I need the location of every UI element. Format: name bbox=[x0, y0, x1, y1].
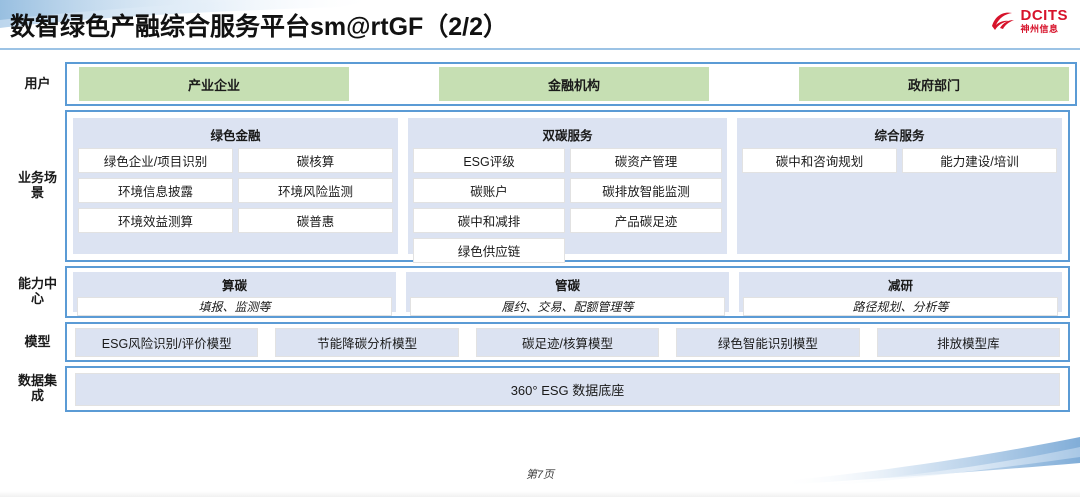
scenario-cell[interactable]: 绿色供应链 bbox=[413, 238, 565, 263]
logo-text-en: DCITS bbox=[1020, 7, 1068, 24]
user-box-financial[interactable]: 金融机构 bbox=[439, 67, 709, 101]
scenario-cell[interactable]: 环境信息披露 bbox=[78, 178, 234, 203]
cell-grid-dual-carbon: ESG评级 碳资产管理 碳账户 碳排放智能监测 碳中和减排 产品碳足迹 绿色供应… bbox=[413, 148, 722, 263]
row-data-integration: 数据集成 360° ESG 数据底座 bbox=[10, 366, 1070, 412]
scenario-cell[interactable]: 能力建设/培训 bbox=[901, 148, 1057, 173]
row-body-business: 绿色金融 绿色企业/项目识别 碳核算 环境信息披露 环境风险监测 环境效益测算 … bbox=[65, 110, 1070, 263]
row-user: 用户 产业企业 金融机构 政府部门 bbox=[10, 62, 1077, 106]
user-box-government[interactable]: 政府部门 bbox=[799, 67, 1069, 101]
model-box[interactable]: 排放模型库 bbox=[876, 327, 1061, 357]
capability-panel-carbon-management: 管碳 履约、交易、配额管理等 bbox=[406, 272, 729, 316]
model-box[interactable]: 节能降碳分析模型 bbox=[275, 327, 459, 357]
row-model: 模型 ESG风险识别/评价模型 节能降碳分析模型 碳足迹/核算模型 绿色智能识别… bbox=[10, 322, 1070, 362]
bottom-edge-line bbox=[0, 491, 1080, 497]
row-label-data-integration: 数据集成 bbox=[17, 373, 57, 403]
model-box[interactable]: 绿色智能识别模型 bbox=[676, 327, 860, 357]
capability-subtitle[interactable]: 路径规划、分析等 bbox=[743, 297, 1058, 316]
user-box-industry[interactable]: 产业企业 bbox=[79, 67, 349, 101]
scenario-cell[interactable]: 绿色企业/项目识别 bbox=[78, 148, 234, 173]
row-label-model: 模型 bbox=[24, 333, 51, 349]
row-capability-center: 能力中心 算碳 填报、监测等 管碳 履约、交易、配额管理等 减研 路径规划、分析… bbox=[10, 266, 1070, 318]
business-panel-green-finance: 绿色金融 绿色企业/项目识别 碳核算 环境信息披露 环境风险监测 环境效益测算 … bbox=[73, 118, 399, 254]
capability-subtitle[interactable]: 填报、监测等 bbox=[77, 297, 392, 316]
scenario-cell[interactable]: 碳排放智能监测 bbox=[570, 178, 722, 203]
capability-panel-carbon-accounting: 算碳 填报、监测等 bbox=[73, 272, 396, 316]
scenario-cell[interactable]: 碳核算 bbox=[238, 148, 394, 173]
capability-title: 减研 bbox=[887, 279, 913, 293]
row-label-business: 业务场景 bbox=[17, 170, 57, 200]
dcits-swirl-icon bbox=[990, 10, 1016, 32]
scenario-cell[interactable]: 碳资产管理 bbox=[570, 148, 722, 173]
business-panel-dual-carbon: 双碳服务 ESG评级 碳资产管理 碳账户 碳排放智能监测 碳中和减排 产品碳足迹… bbox=[408, 118, 727, 263]
scenario-cell[interactable]: 碳账户 bbox=[413, 178, 565, 203]
scenario-cell[interactable]: 环境风险监测 bbox=[238, 178, 394, 203]
scenario-cell[interactable]: 碳中和减排 bbox=[413, 208, 565, 233]
model-box[interactable]: 碳足迹/核算模型 bbox=[475, 327, 660, 357]
slide-header: 数智绿色产融综合服务平台sm@rtGF（2/2） DCITS 神州信息 bbox=[0, 0, 1080, 50]
architecture-grid: 用户 产业企业 金融机构 政府部门 业务场景 绿色金融 绿色企业/项目识别 碳核… bbox=[10, 62, 1077, 416]
scenario-cell[interactable]: 碳中和咨询规划 bbox=[741, 148, 897, 173]
capability-title: 算碳 bbox=[221, 279, 247, 293]
capability-title: 管碳 bbox=[554, 279, 580, 293]
logo-text-cn: 神州信息 bbox=[1020, 24, 1059, 34]
row-label-user: 用户 bbox=[24, 75, 51, 91]
cell-grid-integrated-service: 碳中和咨询规划 能力建设/培训 bbox=[741, 148, 1057, 173]
capability-subtitle[interactable]: 履约、交易、配额管理等 bbox=[410, 297, 725, 316]
row-body-user: 产业企业 金融机构 政府部门 bbox=[65, 62, 1077, 106]
scenario-cell[interactable]: 产品碳足迹 bbox=[570, 208, 722, 233]
row-label-capability: 能力中心 bbox=[17, 276, 57, 306]
cell-grid-green-finance: 绿色企业/项目识别 碳核算 环境信息披露 环境风险监测 环境效益测算 碳普惠 bbox=[78, 148, 394, 233]
title-divider bbox=[0, 48, 1080, 50]
page-title: 数智绿色产融综合服务平台sm@rtGF（2/2） bbox=[10, 13, 509, 41]
panel-title-integrated-service: 综合服务 bbox=[874, 129, 925, 143]
scenario-cell[interactable]: 环境效益测算 bbox=[78, 208, 234, 233]
row-body-data-integration: 360° ESG 数据底座 bbox=[65, 366, 1070, 412]
panel-title-dual-carbon: 双碳服务 bbox=[542, 129, 593, 143]
page-number: 第7页 bbox=[525, 469, 555, 481]
scenario-cell[interactable]: 碳普惠 bbox=[238, 208, 394, 233]
row-business-scenario: 业务场景 绿色金融 绿色企业/项目识别 碳核算 环境信息披露 环境风险监测 环境… bbox=[10, 110, 1070, 263]
data-foundation-box[interactable]: 360° ESG 数据底座 bbox=[75, 372, 1060, 406]
model-box[interactable]: ESG风险识别/评价模型 bbox=[75, 327, 259, 357]
brand-logo: DCITS 神州信息 bbox=[990, 8, 1069, 34]
scenario-cell[interactable]: ESG评级 bbox=[413, 148, 565, 173]
row-body-model: ESG风险识别/评价模型 节能降碳分析模型 碳足迹/核算模型 绿色智能识别模型 … bbox=[65, 322, 1070, 362]
business-panel-integrated-service: 综合服务 碳中和咨询规划 能力建设/培训 bbox=[736, 118, 1062, 254]
panel-title-green-finance: 绿色金融 bbox=[210, 129, 261, 143]
row-body-capability: 算碳 填报、监测等 管碳 履约、交易、配额管理等 减研 路径规划、分析等 bbox=[65, 266, 1070, 318]
capability-panel-carbon-reduction: 减研 路径规划、分析等 bbox=[739, 272, 1062, 316]
